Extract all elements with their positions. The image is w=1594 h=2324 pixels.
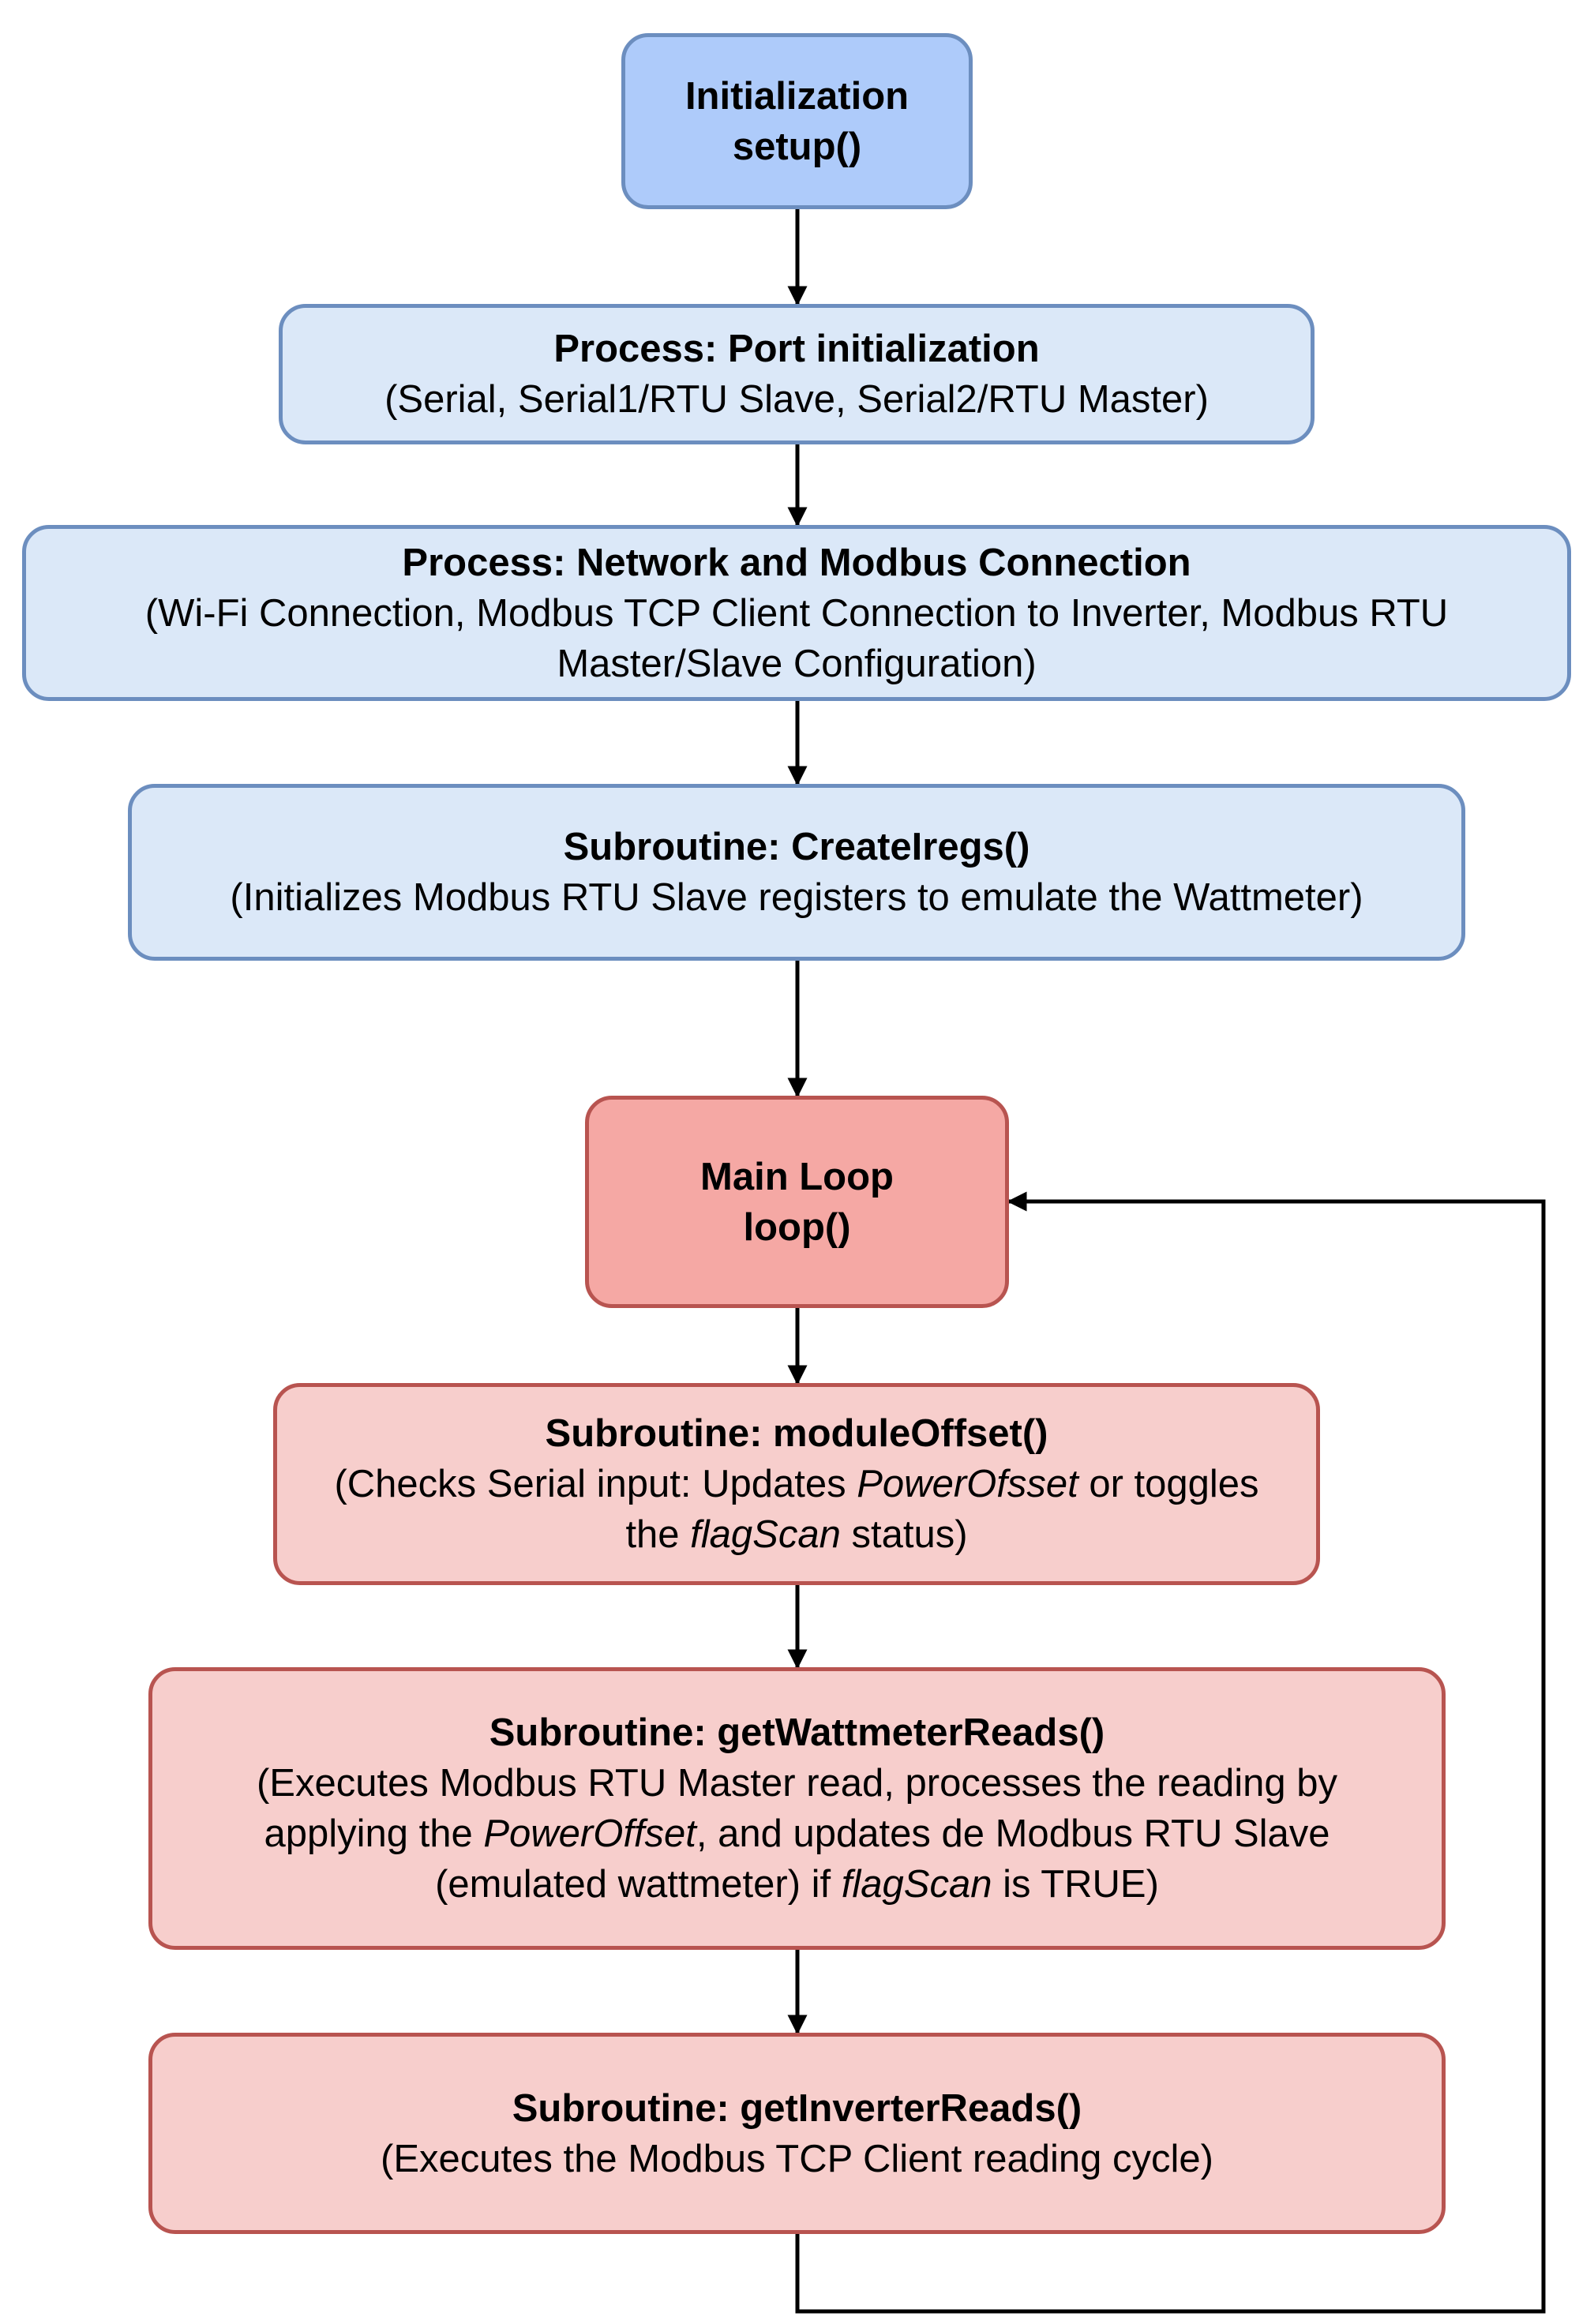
node-title: Subroutine: getWattmeterReads(): [489, 1711, 1105, 1754]
node-port-initialization: Process: Port initialization (Serial, Se…: [279, 304, 1315, 444]
node-getinverterreads: Subroutine: getInverterReads() (Executes…: [148, 2033, 1446, 2234]
loop-back-arrow: [795, 1191, 1546, 2314]
node-desc-line3: (emulated wattmeter) if flagScan is TRUE…: [435, 1863, 1159, 1906]
node-initialization: Initialization setup(): [621, 33, 973, 209]
node-moduleoffset: Subroutine: moduleOffset() (Checks Seria…: [273, 1383, 1320, 1585]
node-createiregs: Subroutine: CreateIregs() (Initializes M…: [128, 784, 1465, 961]
node-desc-line2: the flagScan status): [625, 1513, 968, 1556]
node-desc-line1: (Executes Modbus RTU Master read, proces…: [256, 1762, 1337, 1805]
node-desc-line1: (Checks Serial input: Updates PowerOfsse…: [334, 1463, 1259, 1505]
node-network-modbus: Process: Network and Modbus Connection (…: [22, 525, 1571, 701]
node-title: Subroutine: CreateIregs(): [563, 826, 1030, 868]
node-desc: (Initializes Modbus RTU Slave registers …: [230, 876, 1363, 919]
node-desc: (Executes the Modbus TCP Client reading …: [381, 2137, 1213, 2180]
node-subtitle: loop(): [743, 1205, 851, 1249]
node-desc: (Serial, Serial1/RTU Slave, Serial2/RTU …: [384, 378, 1209, 421]
node-title: Main Loop: [700, 1155, 894, 1198]
node-title: Initialization: [684, 74, 910, 118]
node-title: Subroutine: getInverterReads(): [512, 2086, 1082, 2130]
node-getwattmeterreads: Subroutine: getWattmeterReads() (Execute…: [148, 1667, 1446, 1950]
node-main-loop: Main Loop loop(): [585, 1096, 1009, 1308]
node-title: Process: Port initialization: [553, 328, 1040, 370]
node-subtitle: setup(): [732, 125, 862, 168]
node-desc-line1: (Wi-Fi Connection, Modbus TCP Client Con…: [144, 591, 1449, 635]
node-title: Process: Network and Modbus Connection: [402, 541, 1191, 584]
node-desc-line2: Master/Slave Configuration): [557, 642, 1037, 685]
node-title: Subroutine: moduleOffset(): [545, 1412, 1048, 1455]
node-desc-line2: applying the PowerOffset, and updates de…: [264, 1812, 1330, 1855]
